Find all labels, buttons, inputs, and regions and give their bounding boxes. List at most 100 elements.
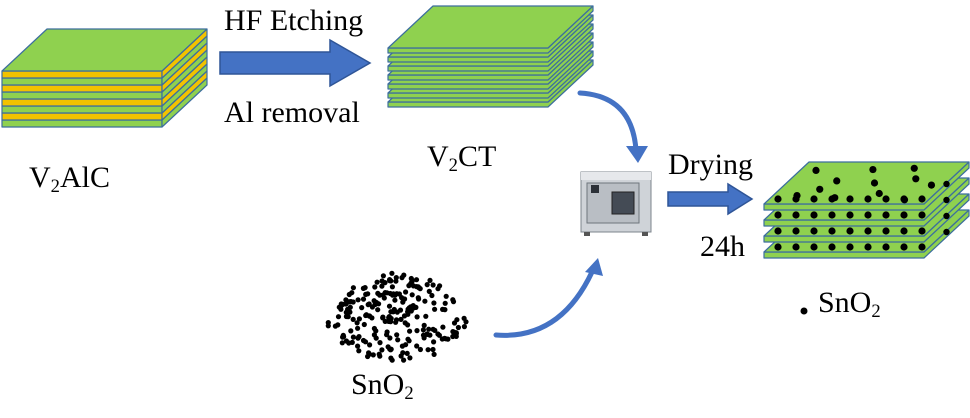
sno2-particle bbox=[380, 314, 386, 320]
sno2-particle bbox=[369, 304, 375, 310]
composite-top-dot bbox=[793, 192, 801, 200]
v2alc-sheet-0 bbox=[1, 119, 163, 128]
v2ct-label: V2CT bbox=[427, 140, 497, 177]
sno2-particle bbox=[430, 346, 436, 353]
sno2-particle bbox=[429, 292, 435, 299]
sno2-particle bbox=[360, 337, 367, 344]
sno2-particle bbox=[389, 357, 395, 363]
time-label: 24h bbox=[700, 230, 745, 263]
sno2-particle bbox=[461, 324, 467, 330]
sno2-particle bbox=[325, 320, 331, 326]
composite-edge-dot bbox=[918, 211, 926, 219]
sno2-particle bbox=[384, 332, 390, 338]
composite-top-dot bbox=[816, 185, 824, 193]
v2alc-layer-stack bbox=[1, 28, 208, 128]
composite-edge-dot bbox=[900, 243, 908, 251]
sno2-particle bbox=[366, 351, 373, 357]
sno2-particle bbox=[432, 306, 438, 312]
sno2-particle bbox=[393, 317, 400, 323]
sno2-particle bbox=[423, 313, 429, 319]
sno2-particle bbox=[394, 309, 400, 315]
composite-edge-dot bbox=[846, 243, 854, 251]
sno2-particle bbox=[387, 335, 393, 341]
composite-edge-dot bbox=[810, 227, 818, 235]
v2alc-top bbox=[1, 28, 208, 72]
sno2-particle bbox=[399, 275, 405, 281]
sno2-particle bbox=[340, 332, 346, 338]
drying-oven-icon bbox=[580, 171, 652, 236]
sno2-particle bbox=[435, 331, 441, 337]
sno2-particle bbox=[369, 315, 375, 321]
composite-edge-dot bbox=[900, 211, 908, 219]
sno2-dot-icon bbox=[800, 307, 808, 315]
sno2-particle bbox=[425, 347, 431, 353]
sno2-particle bbox=[362, 285, 368, 291]
sno2-particle bbox=[396, 291, 402, 297]
composite-top-dot bbox=[831, 194, 839, 202]
sno2-particle bbox=[388, 346, 394, 352]
sno2-particle bbox=[395, 337, 401, 343]
v2alc-sheet-4 bbox=[1, 91, 163, 100]
composite-edge-dot bbox=[810, 243, 818, 251]
sno2-particle bbox=[356, 348, 362, 354]
sno2-particle bbox=[375, 307, 381, 313]
sno2-particle bbox=[414, 314, 420, 320]
composite-edge-dot bbox=[774, 227, 782, 235]
sno2-particle bbox=[355, 297, 361, 303]
composite-top-dot bbox=[900, 196, 909, 204]
sno2-particle bbox=[355, 325, 361, 331]
composite-edge-dot bbox=[828, 227, 836, 235]
composite-edge-dot bbox=[792, 211, 800, 219]
composite-top-dot bbox=[833, 177, 841, 185]
sno2-particle bbox=[355, 343, 361, 349]
sno2-particle bbox=[379, 278, 385, 284]
composite-layer-stack bbox=[763, 161, 970, 259]
sno2-particle bbox=[426, 288, 432, 294]
drying-arrow bbox=[667, 182, 754, 216]
sno2-particle bbox=[435, 286, 441, 292]
sno2-particle-cluster-icon bbox=[325, 270, 469, 363]
sno2-particle bbox=[453, 333, 459, 339]
sno2-particle bbox=[389, 270, 395, 276]
sno2-particle bbox=[350, 285, 356, 291]
sno2-particle bbox=[379, 347, 385, 353]
sno2-particle bbox=[411, 305, 417, 311]
sno2-particle bbox=[407, 328, 413, 334]
sno2-particle bbox=[356, 334, 362, 340]
sno2-particle bbox=[384, 290, 390, 296]
sno2-particle bbox=[405, 336, 411, 342]
sno2-particle bbox=[417, 286, 423, 292]
sno2-particle bbox=[377, 340, 383, 346]
v2ct-layer-stack bbox=[387, 5, 594, 108]
composite-edge-dot bbox=[774, 195, 782, 203]
composite-edge-dot bbox=[864, 243, 872, 251]
composite-edge-dot bbox=[846, 227, 854, 235]
v2alc-sheet-6 bbox=[1, 77, 163, 86]
composite-edge-dot bbox=[792, 243, 800, 251]
composite-side-dot bbox=[943, 212, 950, 220]
sno2-particle bbox=[339, 340, 345, 346]
sno2-particle bbox=[348, 328, 354, 334]
composite-top-dot bbox=[870, 179, 879, 187]
sno2-particle bbox=[343, 309, 349, 315]
v2ct-sheet-6-top bbox=[387, 5, 594, 49]
sno2-particle bbox=[359, 305, 365, 311]
sno2-particle bbox=[360, 296, 367, 302]
sno2-particle bbox=[410, 283, 417, 289]
sno2-particle bbox=[426, 326, 432, 332]
composite-edge-dot bbox=[864, 227, 872, 235]
composite-edge-dot bbox=[882, 211, 890, 219]
composite-side-dot bbox=[943, 196, 950, 204]
v2alc-sheet-7 bbox=[1, 70, 163, 79]
sno2-particle bbox=[350, 334, 356, 340]
sno2-particle bbox=[402, 296, 408, 302]
composite-top-dot bbox=[910, 164, 918, 172]
sno2-particle bbox=[443, 293, 449, 299]
drying-label: Drying bbox=[668, 148, 753, 181]
sno2-particle bbox=[450, 329, 456, 335]
sno2-particle bbox=[440, 306, 446, 312]
hf-etching-arrow bbox=[219, 38, 372, 88]
sno2-particle bbox=[386, 303, 393, 309]
sno2-particle bbox=[414, 328, 420, 334]
composite-edge-dot bbox=[918, 227, 926, 235]
